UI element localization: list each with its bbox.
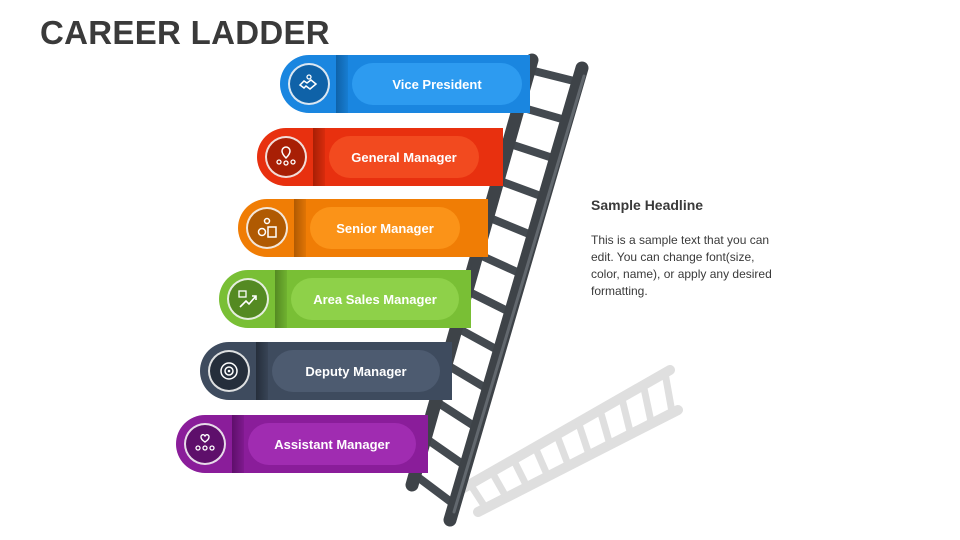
step-label: Vice President bbox=[352, 63, 522, 105]
ladder-rung bbox=[411, 471, 459, 509]
shadow-rung bbox=[531, 445, 551, 477]
handshake-icon bbox=[288, 63, 330, 105]
step-label: Area Sales Manager bbox=[291, 278, 459, 320]
ladder-rung bbox=[431, 397, 482, 433]
career-step-1: Vice President bbox=[280, 55, 530, 113]
shadow-rung bbox=[553, 433, 572, 467]
career-step-3: Senior Manager bbox=[238, 199, 488, 257]
ladder-rung bbox=[473, 250, 527, 279]
sample-headline: Sample Headline bbox=[591, 197, 704, 213]
ladder bbox=[405, 53, 589, 527]
step-label: Deputy Manager bbox=[272, 350, 440, 392]
ladder-rung bbox=[463, 286, 515, 317]
ladder-rung bbox=[494, 176, 549, 202]
shadow-rung bbox=[467, 482, 488, 509]
ladder-rung bbox=[442, 360, 493, 394]
heart-team-icon bbox=[184, 423, 226, 465]
ladder-rung bbox=[484, 213, 538, 240]
shadow-rung bbox=[510, 457, 530, 488]
ladder-rung bbox=[526, 66, 582, 86]
shadow-rung bbox=[575, 421, 593, 456]
target-person-icon bbox=[208, 350, 250, 392]
career-step-5: Deputy Manager bbox=[200, 342, 452, 400]
growth-hand-icon bbox=[227, 278, 269, 320]
shadow-rung bbox=[639, 384, 655, 424]
location-team-icon bbox=[265, 136, 307, 178]
ladder-rung bbox=[505, 139, 560, 163]
team-settings-icon bbox=[246, 207, 288, 249]
step-label: Assistant Manager bbox=[248, 423, 416, 465]
shadow-rung bbox=[488, 469, 509, 499]
sample-text: This is a sample text that you can edit.… bbox=[591, 233, 772, 298]
ladder-rung bbox=[452, 323, 504, 356]
shadow-rung bbox=[618, 396, 634, 434]
step-label: General Manager bbox=[329, 136, 479, 178]
step-label: Senior Manager bbox=[310, 207, 460, 249]
page-title: CAREER LADDER bbox=[40, 14, 330, 51]
shadow-rung bbox=[661, 372, 676, 413]
career-step-2: General Manager bbox=[257, 128, 503, 186]
shadow-rung bbox=[596, 409, 614, 445]
ladder-shadow bbox=[455, 365, 683, 517]
ladder-rung bbox=[421, 434, 471, 471]
career-step-6: Assistant Manager bbox=[176, 415, 428, 473]
career-step-4: Area Sales Manager bbox=[219, 270, 471, 328]
